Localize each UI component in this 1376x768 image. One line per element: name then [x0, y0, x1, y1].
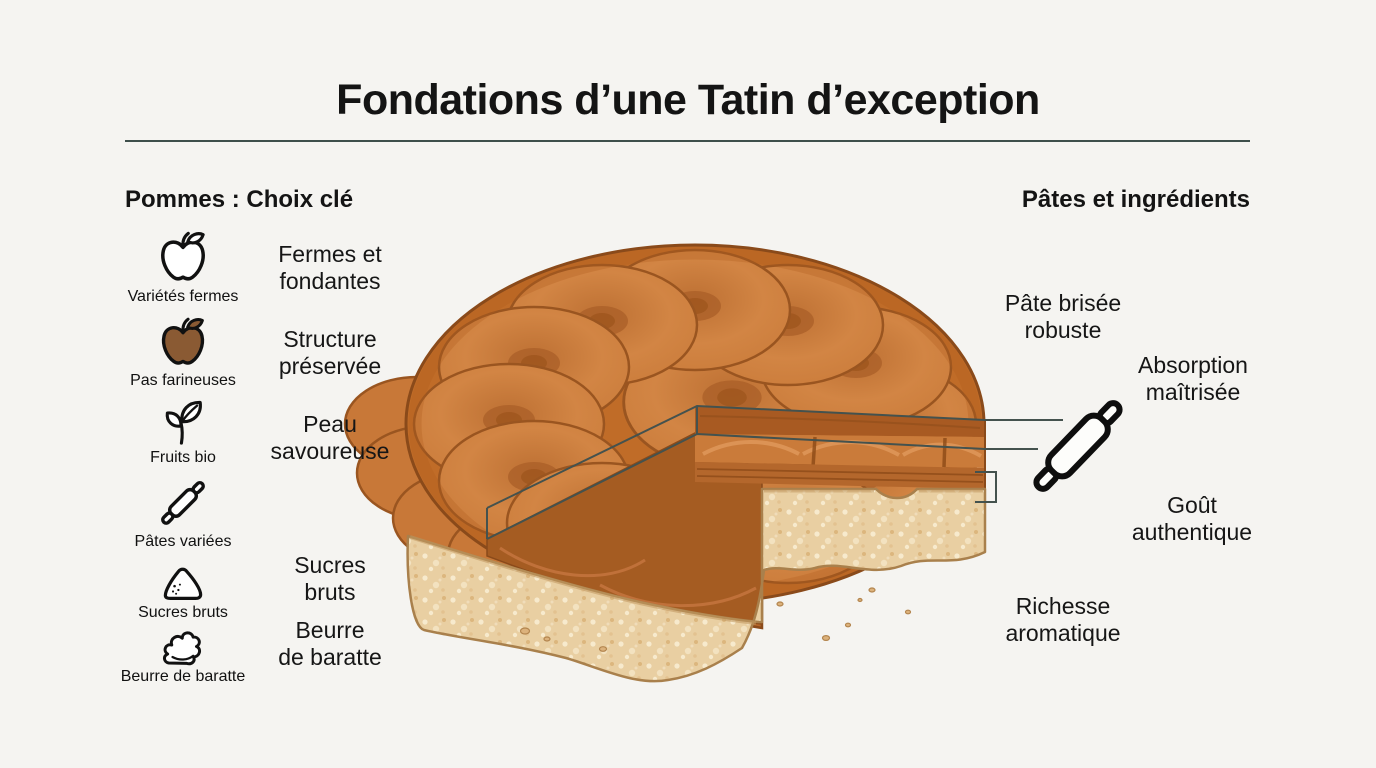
rolling-pin-icon	[161, 480, 205, 525]
rolling-pin-large-icon	[1029, 396, 1127, 496]
dough-section-header: Pâtes et ingrédients	[1021, 186, 1250, 213]
icon-caption: Beurre de baratte	[120, 668, 246, 685]
sprout-icon	[165, 400, 202, 445]
title-divider	[125, 140, 1250, 142]
quality-label-sucres-bruts: Sucres bruts	[294, 552, 366, 605]
dough-label-absorption: Absorption maîtrisée	[1138, 352, 1248, 405]
leader-line-middle	[486, 432, 1038, 540]
list-item: Beurre de baratte	[103, 624, 263, 686]
icon-caption: Fruits bio	[150, 449, 216, 466]
apples-section-header: Pommes : Choix clé	[125, 186, 354, 213]
butter-dollop-icon	[163, 631, 202, 666]
icon-caption: Pâtes variées	[134, 533, 232, 550]
dough-label-richesse-aromatique: Richesse aromatique	[1005, 593, 1121, 646]
list-item: Fruits bio	[103, 397, 263, 467]
apple-outline-icon	[161, 231, 205, 281]
dough-label-pate-brisee: Pâte brisée robuste	[1004, 290, 1122, 343]
icon-caption: Variétés fermes	[127, 288, 239, 305]
icon-caption: Pas farineuses	[130, 372, 236, 389]
quality-label-peau-savoureuse: Peau savoureuse	[270, 411, 390, 464]
icon-caption: Sucres bruts	[138, 604, 228, 621]
callout-lines	[486, 404, 1063, 540]
quality-label-structure-preservee: Structure préservée	[278, 326, 382, 379]
quality-label-beurre-baratte: Beurre de baratte	[278, 617, 382, 670]
list-item: Variétés fermes	[103, 228, 263, 306]
sugar-mound-icon	[163, 567, 203, 601]
list-item: Pas farineuses	[103, 314, 263, 390]
dough-label-gout-authentique: Goût authentique	[1131, 492, 1253, 545]
page-title: Fondations d’une Tatin d’exception	[336, 76, 1040, 124]
crust-bracket	[975, 471, 997, 503]
leader-line-top	[486, 404, 1063, 509]
crumbs	[519, 587, 912, 652]
tart-body	[343, 243, 987, 683]
list-item: Pâtes variées	[103, 473, 263, 551]
quality-label-fermes-fondantes: Fermes et fondantes	[278, 241, 382, 294]
list-item: Sucres bruts	[103, 558, 263, 622]
tart-cut-layers	[695, 406, 986, 489]
tart-crust	[406, 487, 987, 683]
apple-filled-icon	[161, 317, 205, 365]
